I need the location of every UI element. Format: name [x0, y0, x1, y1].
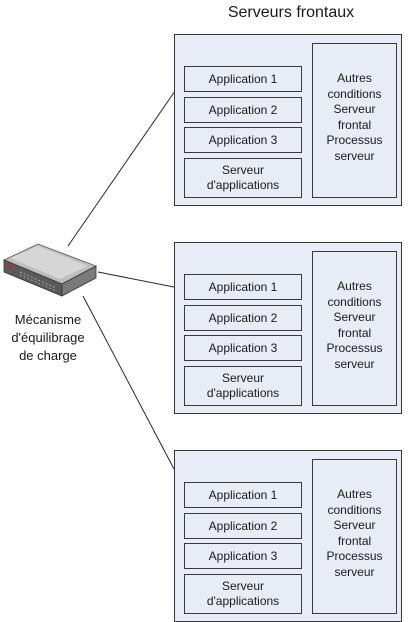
app-box-3: Application 3 — [184, 335, 302, 361]
other-conditions-box: Autres conditions Serveur frontal Proces… — [312, 43, 397, 198]
network-switch-icon — [3, 243, 97, 297]
app-box-2: Application 2 — [184, 97, 302, 123]
app-box-3: Application 3 — [184, 127, 302, 153]
frontend-server-2: Application 1 Application 2 Application … — [174, 242, 402, 414]
connector-line-3 — [82, 295, 185, 489]
app-server-box: Serveur d'applications — [184, 574, 302, 614]
app-box-3: Application 3 — [184, 543, 302, 569]
app-box-1: Application 1 — [184, 482, 302, 508]
app-box-1: Application 1 — [184, 274, 302, 300]
frontend-server-1: Application 1 Application 2 Application … — [174, 34, 402, 206]
app-box-2: Application 2 — [184, 513, 302, 539]
app-box-1: Application 1 — [184, 66, 302, 92]
frontend-server-3: Application 1 Application 2 Application … — [174, 450, 402, 622]
diagram-title: Serveurs frontaux — [227, 4, 355, 21]
other-conditions-box: Autres conditions Serveur frontal Proces… — [312, 459, 397, 614]
app-box-2: Application 2 — [184, 305, 302, 331]
other-conditions-box: Autres conditions Serveur frontal Proces… — [312, 251, 397, 406]
load-balancer-label: Mécanisme d'équilibrage de charge — [11, 312, 85, 363]
app-server-box: Serveur d'applications — [184, 158, 302, 198]
connector-line-2 — [97, 271, 185, 290]
app-server-box: Serveur d'applications — [184, 366, 302, 406]
connector-line-1 — [67, 77, 185, 247]
